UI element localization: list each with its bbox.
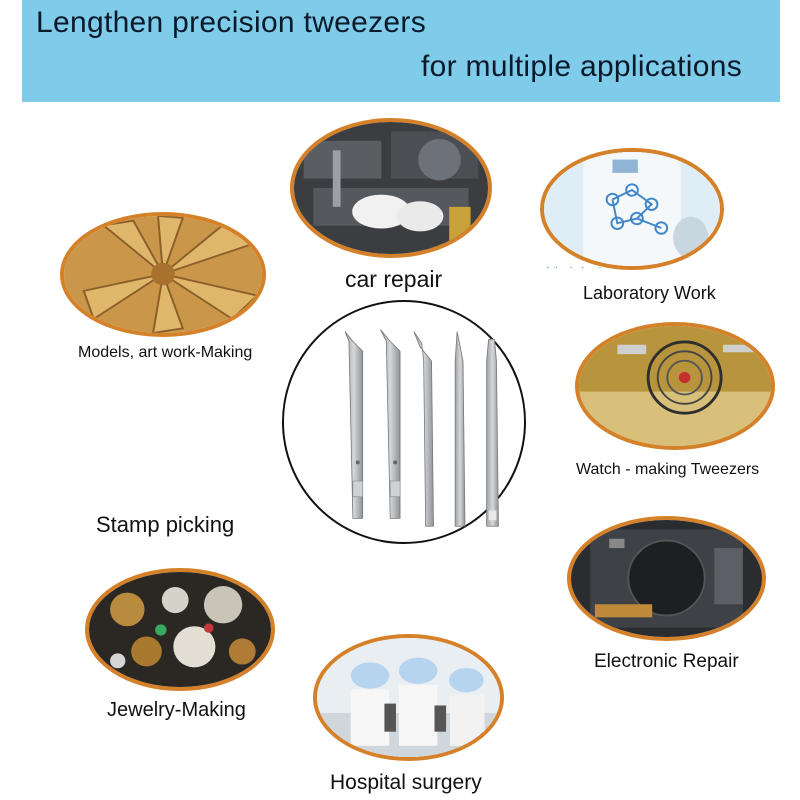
banner-title-line1: Lengthen precision tweezers	[36, 6, 426, 39]
electronic-repair-photo	[567, 516, 766, 641]
hospital-label: Hospital surgery	[330, 771, 482, 794]
decorative-dots: · · · · ·	[546, 262, 602, 273]
tweezers-product-circle	[282, 300, 526, 544]
hospital-photo	[313, 634, 504, 761]
models-label: Models, art work-Making	[78, 344, 253, 361]
jewelry-photo	[85, 568, 275, 691]
stamp-picking-label: Stamp picking	[96, 512, 235, 537]
watch-photo	[575, 322, 775, 450]
watch-label: Watch - making Tweezers	[576, 461, 760, 478]
models-photo	[60, 212, 266, 337]
laboratory-label: Laboratory Work	[583, 283, 716, 303]
laboratory-photo	[540, 148, 724, 270]
title-banner: Lengthen precision tweezers for multiple…	[22, 0, 780, 102]
car-repair-photo	[290, 118, 492, 258]
electronic-repair-label: Electronic Repair	[594, 651, 739, 672]
car-repair-label: car repair	[345, 266, 443, 292]
banner-title-line2: for multiple applications	[421, 50, 742, 83]
jewelry-label: Jewelry-Making	[107, 699, 246, 721]
